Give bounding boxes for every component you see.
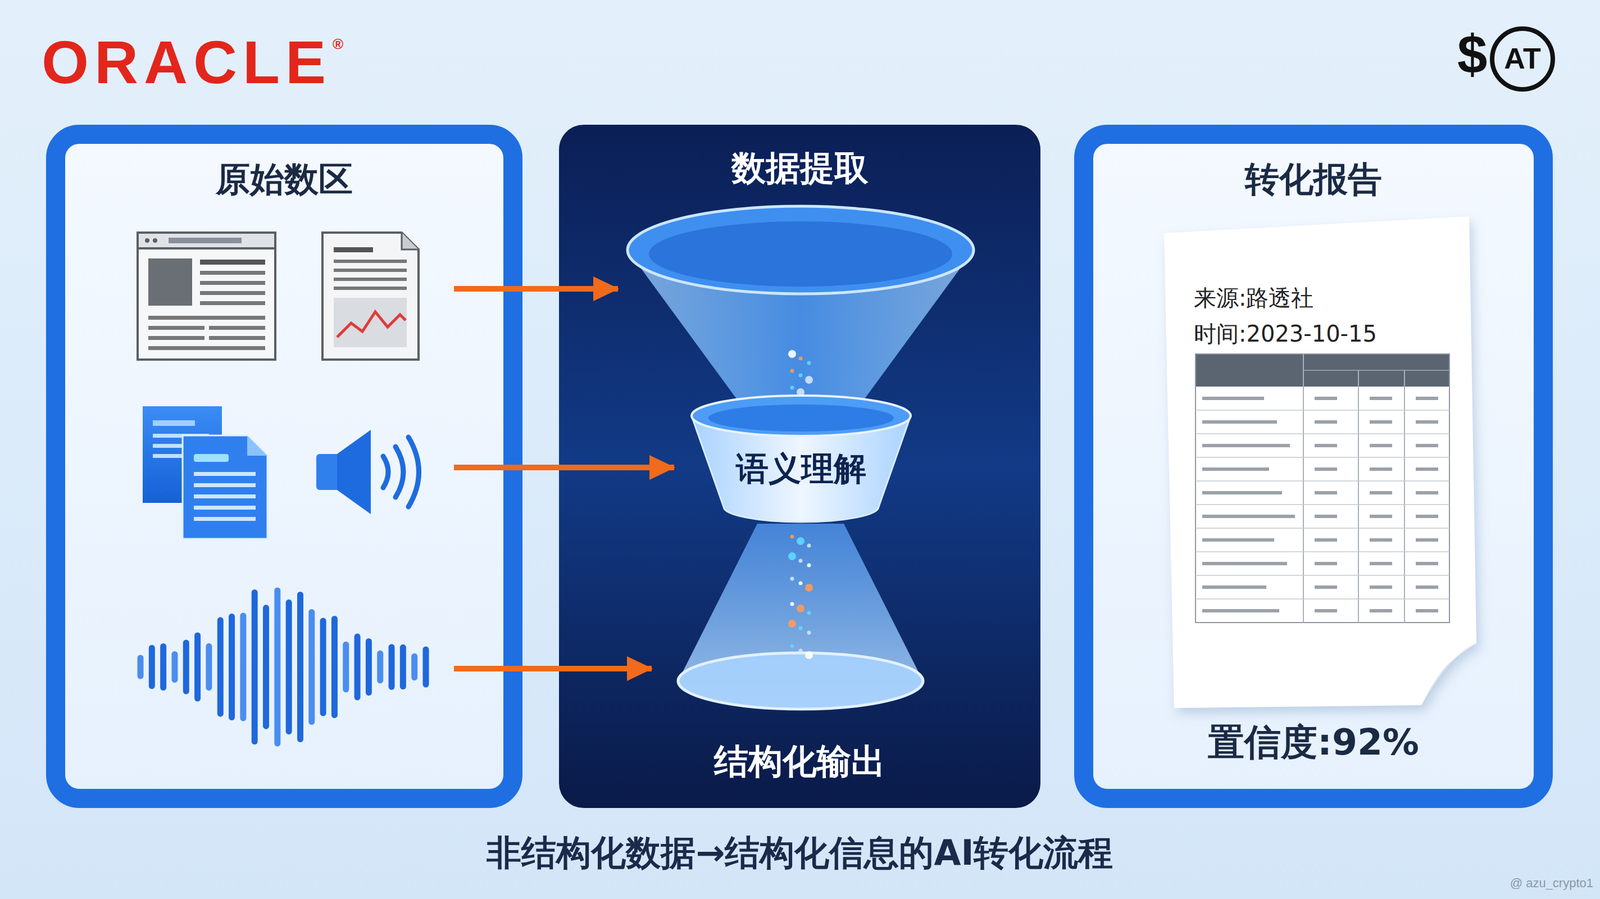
wave-bar bbox=[262, 607, 270, 726]
data-dot bbox=[807, 563, 812, 568]
data-dot bbox=[796, 537, 805, 545]
data-dot bbox=[788, 350, 797, 358]
wave-bar bbox=[148, 647, 156, 686]
flow-arrow bbox=[453, 665, 652, 672]
data-dot bbox=[790, 576, 795, 581]
wave-bar bbox=[423, 649, 430, 685]
data-dot bbox=[807, 611, 812, 616]
data-dot bbox=[807, 543, 812, 548]
panel-heading: 语义理解 bbox=[688, 450, 914, 488]
wave-bar bbox=[388, 647, 395, 688]
wave-bar bbox=[205, 646, 212, 688]
webpage-icon bbox=[137, 232, 276, 360]
brand-logo: ORACLE bbox=[41, 29, 332, 97]
wave-bar bbox=[376, 653, 384, 681]
data-dot bbox=[798, 626, 803, 631]
wave-bar bbox=[320, 620, 327, 713]
data-dot bbox=[807, 630, 812, 635]
panel bbox=[55, 134, 513, 799]
registered-mark: ® bbox=[332, 35, 344, 53]
report-panel: 来源:路透社时间:2023-10-15 转化报告置信度:92% bbox=[1074, 124, 1553, 808]
data-dot bbox=[798, 356, 803, 361]
data-dot bbox=[790, 602, 795, 607]
data-dot bbox=[796, 604, 805, 613]
wave-bar bbox=[194, 635, 201, 699]
wave-bar bbox=[308, 611, 315, 722]
data-dot bbox=[798, 373, 803, 378]
wave-bar bbox=[239, 615, 247, 718]
data-dot bbox=[805, 583, 813, 592]
caption: 非结构化数据→结构化信息的AI转化流程 bbox=[0, 833, 1600, 872]
wave-bar bbox=[137, 657, 144, 676]
waveform-icon bbox=[140, 590, 426, 744]
data-dot bbox=[805, 651, 813, 659]
data-dot bbox=[788, 619, 797, 628]
data-dot bbox=[807, 361, 812, 366]
flow-arrow bbox=[453, 285, 618, 292]
report-document: 来源:路透社时间:2023-10-15 bbox=[1157, 210, 1484, 711]
ticker-symbol: AT bbox=[1503, 42, 1541, 75]
data-dot bbox=[790, 369, 795, 374]
ticker-symbol: $ bbox=[1457, 24, 1488, 85]
documents-icon bbox=[142, 406, 268, 539]
watermark: @ azu_crypto1 bbox=[1510, 876, 1594, 890]
wave-bar bbox=[365, 641, 372, 693]
wave-bar bbox=[285, 602, 293, 731]
extraction-panel: 语义理解 数据提取结构化输出 bbox=[558, 124, 1041, 808]
audio-icon bbox=[316, 429, 420, 515]
wave-bar bbox=[354, 636, 361, 698]
data-dot bbox=[798, 648, 803, 653]
data-dot bbox=[790, 385, 795, 390]
wave-bar bbox=[251, 592, 258, 742]
panel-heading: 数据提取 bbox=[558, 148, 1041, 188]
data-dot bbox=[805, 375, 813, 384]
wave-bar bbox=[217, 620, 224, 714]
wave-bar bbox=[342, 644, 349, 689]
panel-heading: 原始数区 bbox=[46, 159, 523, 199]
wave-bar bbox=[331, 618, 338, 715]
semantic-band: 语义理解 bbox=[688, 393, 914, 524]
data-dot bbox=[798, 558, 803, 563]
data-dot bbox=[790, 644, 795, 649]
data-dot bbox=[788, 552, 797, 561]
wave-bar bbox=[228, 616, 235, 718]
wave-bar bbox=[274, 590, 281, 744]
panel-text: 置信度:92% bbox=[1074, 721, 1553, 764]
report-icon bbox=[322, 232, 419, 360]
wave-bar bbox=[400, 647, 407, 686]
data-dot bbox=[798, 581, 803, 586]
wave-bar bbox=[160, 646, 167, 688]
panel bbox=[1083, 134, 1544, 799]
wave-bar bbox=[297, 594, 304, 739]
meta-text: 时间:2023-10-15 bbox=[1193, 320, 1377, 347]
panel-text: 结构化输出 bbox=[558, 741, 1041, 781]
panel-heading: 转化报告 bbox=[1074, 159, 1553, 199]
source-panel: 原始数区 bbox=[46, 124, 523, 808]
funnel bbox=[627, 206, 974, 709]
meta-text: 来源:路透社 bbox=[1193, 284, 1314, 311]
flow-arrow bbox=[453, 464, 675, 471]
data-dot bbox=[790, 534, 795, 539]
wave-bar bbox=[183, 642, 190, 692]
wave-bar bbox=[171, 653, 178, 680]
wave-bar bbox=[411, 656, 418, 677]
